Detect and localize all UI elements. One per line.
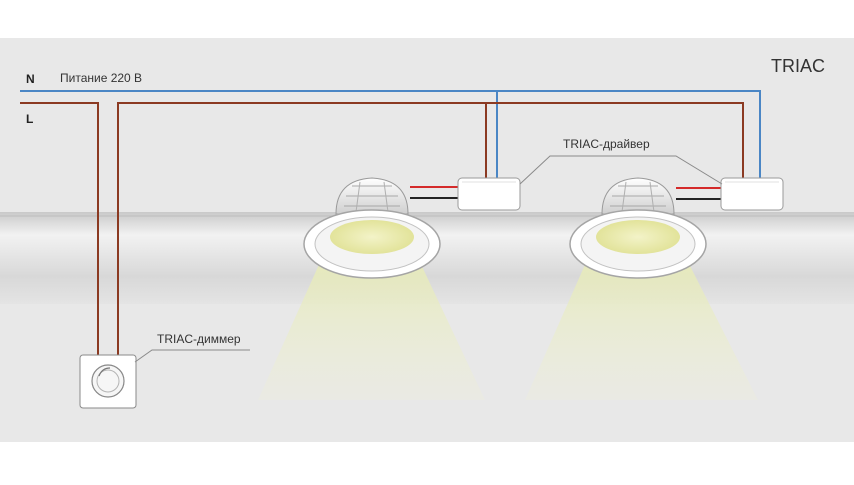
driver-lamp-wires-left bbox=[410, 186, 460, 199]
dimmer-label: TRIAC-диммер bbox=[157, 332, 241, 346]
triac-driver-box-left bbox=[457, 177, 521, 211]
dimmer-callout-leader bbox=[134, 349, 250, 363]
triac-dimmer bbox=[79, 354, 137, 409]
diagram-title: TRIAC bbox=[771, 56, 825, 76]
downlight-left bbox=[303, 177, 441, 279]
driver-lamp-wires-right bbox=[676, 187, 723, 200]
neutral-wire bbox=[20, 90, 761, 180]
light-beam-right bbox=[525, 258, 758, 400]
neutral-label: N bbox=[26, 72, 35, 86]
line-wire bbox=[20, 102, 744, 356]
driver-label: TRIAC-драйвер bbox=[563, 137, 650, 151]
line-label: L bbox=[26, 112, 33, 126]
triac-driver-box-right bbox=[720, 177, 784, 211]
power-label: Питание 220 В bbox=[60, 71, 142, 85]
light-beam-left bbox=[258, 258, 485, 400]
driver-callout-leaders bbox=[519, 155, 723, 185]
downlight-right bbox=[569, 177, 707, 279]
